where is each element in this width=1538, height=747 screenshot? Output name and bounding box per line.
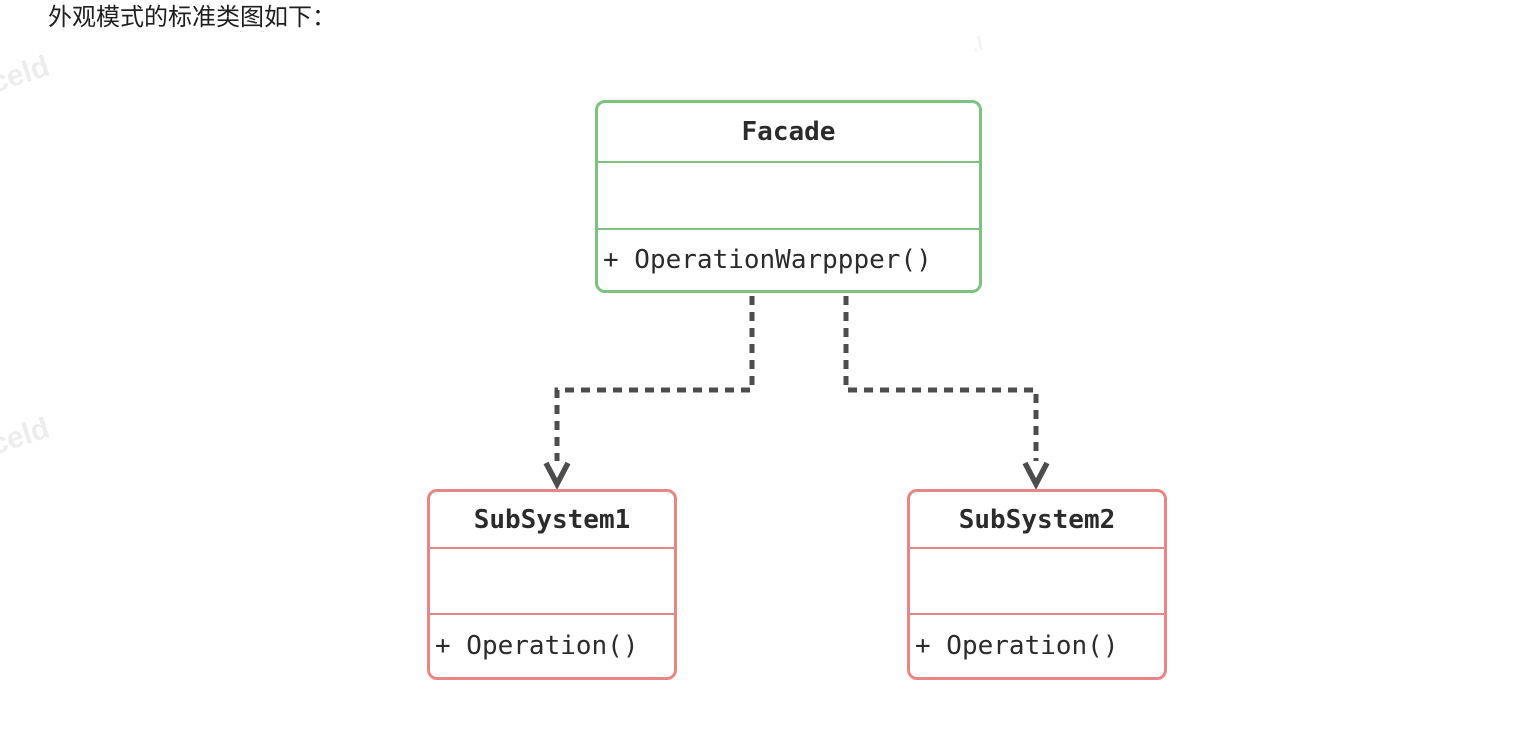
watermark-text: celd bbox=[0, 411, 54, 462]
class-attributes-subsystem2 bbox=[910, 549, 1164, 615]
class-methods-facade: + OperationWarppper() bbox=[603, 245, 932, 275]
class-box-facade: Facade + OperationWarppper() bbox=[595, 100, 982, 293]
class-name-facade: Facade bbox=[598, 103, 979, 163]
class-methods-subsystem2: + Operation() bbox=[915, 631, 1119, 661]
class-name-subsystem2: SubSystem2 bbox=[910, 492, 1164, 549]
class-attributes-subsystem1 bbox=[430, 549, 674, 615]
watermark-text: .l bbox=[969, 33, 986, 57]
class-box-subsystem2: SubSystem2 + Operation() bbox=[907, 489, 1167, 680]
class-methods-subsystem1: + Operation() bbox=[435, 631, 639, 661]
watermark-text: celd bbox=[0, 49, 54, 100]
class-box-subsystem1: SubSystem1 + Operation() bbox=[427, 489, 677, 680]
dashed-arrow-facade-to-subsystem2 bbox=[843, 296, 1050, 490]
page-title: 外观模式的标准类图如下： bbox=[48, 4, 336, 31]
class-attributes-facade bbox=[598, 163, 979, 230]
dashed-arrow-facade-to-subsystem1 bbox=[543, 296, 755, 490]
class-name-subsystem1: SubSystem1 bbox=[430, 492, 674, 549]
